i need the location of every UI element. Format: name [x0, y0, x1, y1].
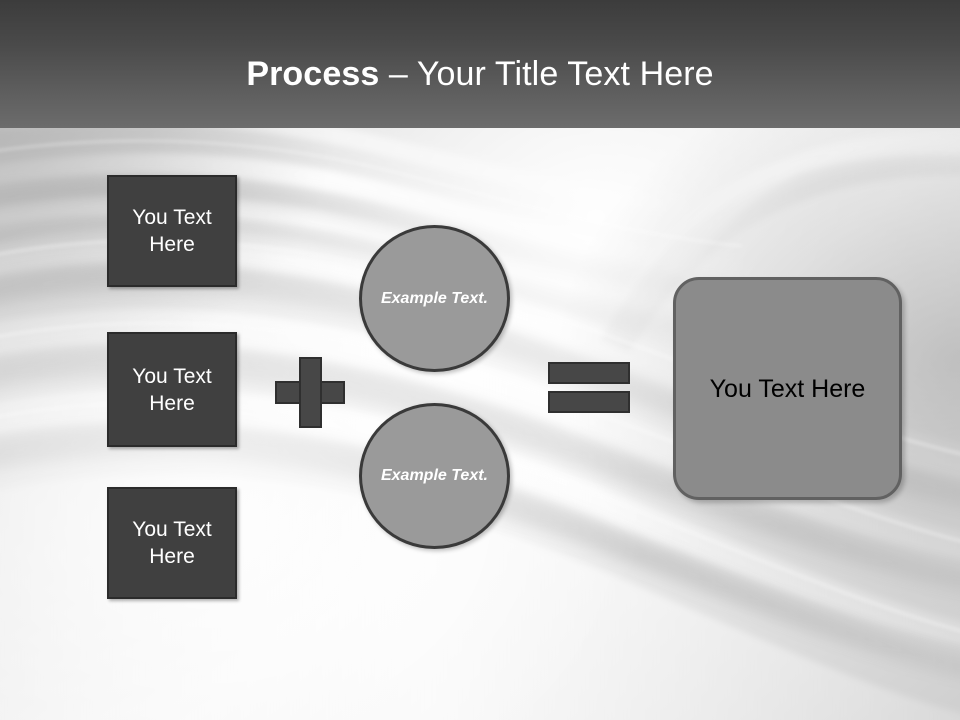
input-box-1[interactable]: You Text Here: [107, 175, 237, 287]
page-title-dash: –: [379, 55, 417, 93]
modifier-circle-2-label: Example Text.: [380, 467, 488, 484]
equals-icon-top-bar: [548, 362, 630, 384]
equals-icon-bottom-bar: [548, 391, 630, 413]
equals-icon: [548, 362, 630, 413]
modifier-circle-1-label: Example Text.: [380, 289, 488, 307]
modifier-circle-1[interactable]: Example Text.: [359, 225, 510, 372]
input-box-2-label: You Text Here: [132, 364, 212, 415]
plus-icon-center: [301, 383, 320, 402]
header-band: [0, 0, 960, 128]
page-title-strong: Process: [246, 55, 380, 93]
input-box-1-label: You Text Here: [132, 206, 212, 256]
result-box-label: You Text Here: [709, 374, 866, 403]
input-box-2[interactable]: You Text Here: [107, 332, 237, 447]
input-box-3-label: You Text Here: [132, 518, 212, 568]
page-title-rest: Your Title Text Here: [416, 55, 714, 93]
input-box-3[interactable]: You Text Here: [107, 487, 237, 599]
plus-icon: [275, 357, 345, 428]
modifier-circle-2[interactable]: Example Text.: [359, 403, 510, 549]
result-box[interactable]: You Text Here: [673, 277, 902, 500]
page-title: Process – Your Title Text Here: [0, 53, 960, 95]
